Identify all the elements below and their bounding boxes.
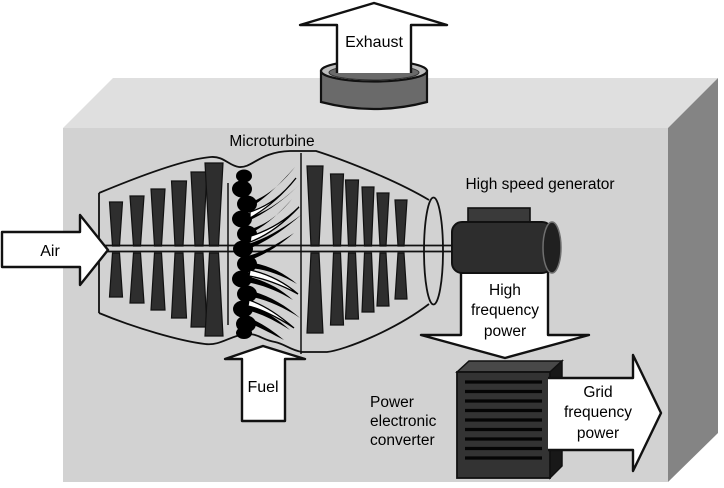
exhaust-arrow: Exhaust: [298, 1, 449, 73]
compressor-blades: [108, 162, 224, 337]
turbine-shaft: [103, 244, 453, 253]
high-frequency-power-arrow: High frequency power: [419, 260, 591, 360]
pec-label-line1: Power: [370, 394, 414, 411]
hfp-label-line1: High: [489, 282, 521, 299]
hfp-label-line3: power: [484, 323, 526, 340]
high-speed-generator: High speed generator: [451, 176, 615, 274]
gfp-label-line1: Grid: [583, 384, 612, 401]
pec-label-line2: electronic: [370, 413, 437, 430]
exhaust-arrow-label: Exhaust: [345, 34, 403, 51]
pec-label-line3: converter: [370, 432, 435, 449]
air-arrow: Air: [0, 213, 110, 287]
hfp-label-line2: frequency: [471, 302, 539, 319]
turbine-blades: [306, 165, 408, 334]
air-arrow-label: Air: [40, 243, 60, 260]
combustor-flames: [232, 167, 301, 340]
high-speed-generator-label: High speed generator: [465, 176, 614, 193]
fuel-arrow: Fuel: [223, 344, 307, 423]
gfp-label-line2: frequency: [564, 404, 632, 421]
enclosure-right-face: [668, 78, 718, 482]
fuel-arrow-label: Fuel: [247, 379, 278, 396]
gfp-label-line3: power: [577, 425, 619, 442]
microturbine-label: Microturbine: [229, 133, 314, 150]
grid-frequency-power-arrow: Grid frequency power: [548, 353, 663, 473]
